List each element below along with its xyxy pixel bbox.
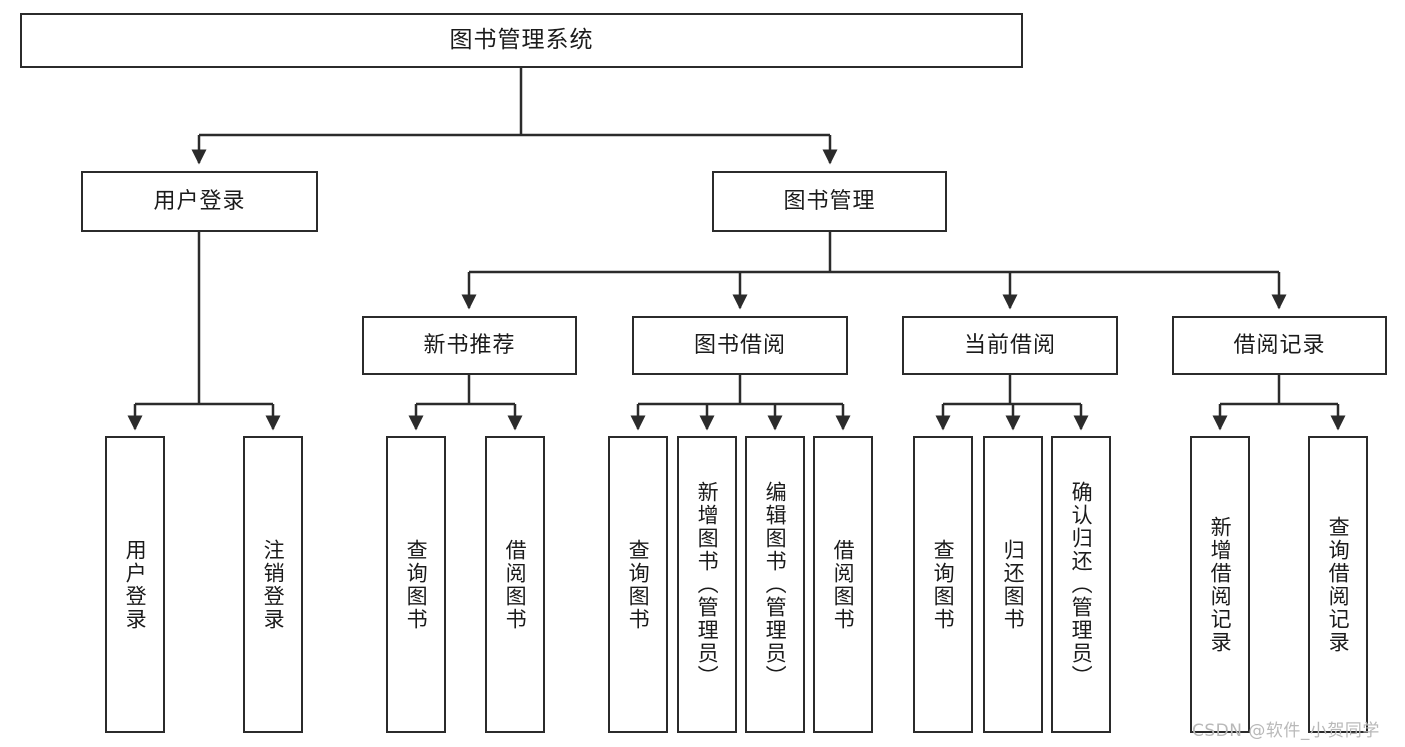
leaf-add-book-admin[interactable]: 新增图书（管理员）: [677, 436, 737, 733]
node-current-borrow-label: 当前借阅: [963, 332, 1056, 358]
leaf-query-borrow-record-label: 查询借阅记录: [1326, 515, 1351, 654]
leaf-borrow-book-newbook[interactable]: 借阅图书: [485, 436, 545, 733]
leaf-query-book-current-label: 查询图书: [931, 538, 956, 631]
node-root[interactable]: 图书管理系统: [20, 13, 1023, 68]
leaf-add-borrow-record-label: 新增借阅记录: [1208, 515, 1233, 654]
leaf-confirm-return-admin-label: 确认归还（管理员）: [1069, 481, 1094, 688]
node-book-borrow[interactable]: 图书借阅: [632, 316, 848, 375]
leaf-logout[interactable]: 注销登录: [243, 436, 303, 733]
leaf-user-login[interactable]: 用户登录: [105, 436, 165, 733]
leaf-query-book-current[interactable]: 查询图书: [913, 436, 973, 733]
leaf-query-book-borrow[interactable]: 查询图书: [608, 436, 668, 733]
leaf-user-login-label: 用户登录: [123, 538, 148, 631]
node-book-borrow-label: 图书借阅: [693, 332, 786, 358]
node-user-login[interactable]: 用户登录: [81, 171, 318, 232]
leaf-logout-label: 注销登录: [261, 538, 286, 631]
node-root-label: 图书管理系统: [449, 27, 594, 54]
node-book-management[interactable]: 图书管理: [712, 171, 947, 232]
leaf-return-book-label: 归还图书: [1001, 538, 1026, 631]
leaf-confirm-return-admin[interactable]: 确认归还（管理员）: [1051, 436, 1111, 733]
leaf-query-book-newbook-label: 查询图书: [404, 538, 429, 631]
leaf-borrow-book-newbook-label: 借阅图书: [503, 538, 528, 631]
leaf-query-borrow-record[interactable]: 查询借阅记录: [1308, 436, 1368, 733]
node-user-login-label: 用户登录: [153, 188, 246, 214]
node-new-book-recommend[interactable]: 新书推荐: [362, 316, 577, 375]
leaf-add-book-admin-label: 新增图书（管理员）: [695, 481, 720, 688]
leaf-return-book[interactable]: 归还图书: [983, 436, 1043, 733]
csdn-watermark: CSDN @软件_小贺同学: [1192, 721, 1380, 741]
leaf-query-book-borrow-label: 查询图书: [626, 538, 651, 631]
leaf-query-book-newbook[interactable]: 查询图书: [386, 436, 446, 733]
node-current-borrow[interactable]: 当前借阅: [902, 316, 1118, 375]
leaf-edit-book-admin-label: 编辑图书（管理员）: [763, 481, 788, 688]
node-new-book-recommend-label: 新书推荐: [423, 332, 516, 358]
node-book-management-label: 图书管理: [783, 188, 876, 214]
leaf-edit-book-admin[interactable]: 编辑图书（管理员）: [745, 436, 805, 733]
node-borrow-records-label: 借阅记录: [1233, 332, 1326, 358]
leaf-borrow-book-label: 借阅图书: [831, 538, 856, 631]
leaf-borrow-book[interactable]: 借阅图书: [813, 436, 873, 733]
leaf-add-borrow-record[interactable]: 新增借阅记录: [1190, 436, 1250, 733]
node-borrow-records[interactable]: 借阅记录: [1172, 316, 1387, 375]
